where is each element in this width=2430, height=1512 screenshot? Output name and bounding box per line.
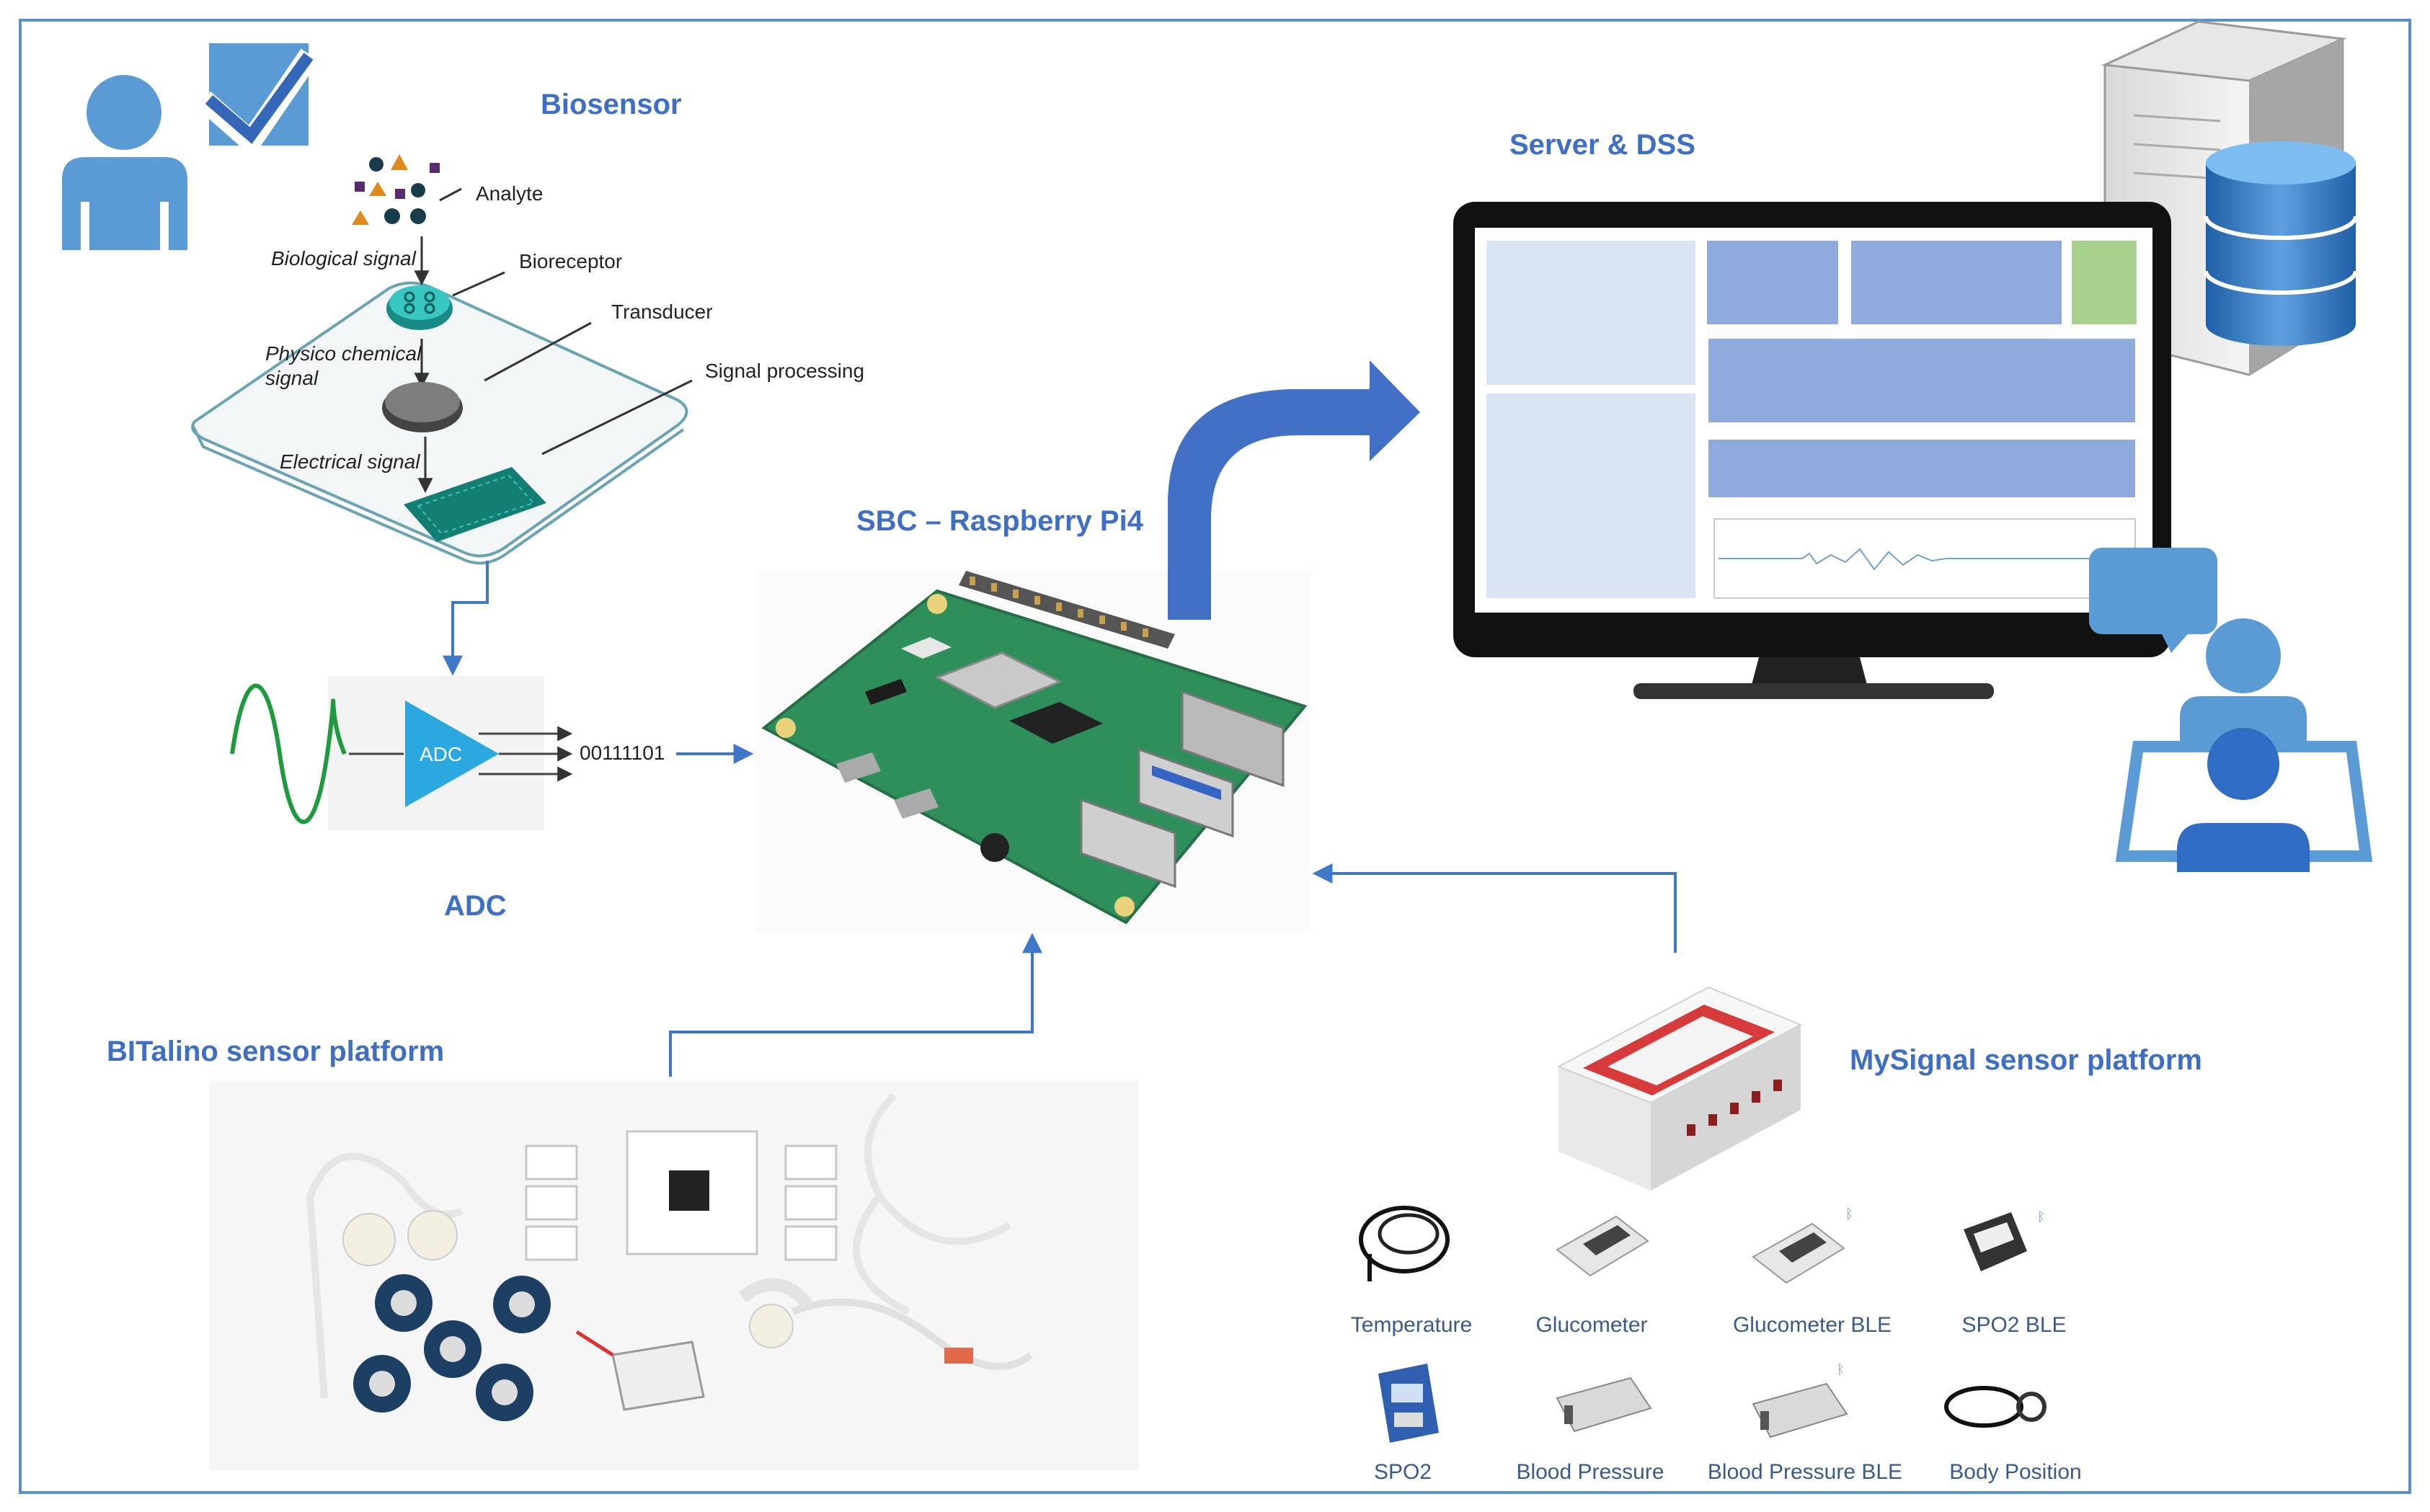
person-icon <box>62 75 187 250</box>
svg-text:ᛒ: ᛒ <box>1845 1206 1853 1221</box>
signal-processing-chip-icon <box>404 467 546 542</box>
body-position-strap-icon <box>1944 1386 2047 1428</box>
blood-pressure-ble-icon: ᛒ <box>1752 1362 1848 1438</box>
sensor-label: SPO2 <box>1374 1460 1432 1484</box>
glucometer-ble-icon: ᛒ <box>1752 1206 1853 1284</box>
sine-wave-icon <box>230 683 347 824</box>
physico-chemical-label: Physico chemical <box>265 342 422 365</box>
adc-chip-label: ADC <box>420 743 462 765</box>
signal-processing-label: Signal processing <box>705 360 864 382</box>
glucometer-icon <box>1556 1215 1649 1277</box>
physico-chemical-label-line2: signal <box>265 367 319 389</box>
monitor-icon <box>1453 202 2171 699</box>
oximeter-icon <box>1378 1364 1439 1443</box>
sbc-to-server-arrow <box>1168 360 1420 620</box>
sbc-heading: SBC – Raspberry Pi4 <box>856 505 1144 537</box>
adc-heading: ADC <box>444 890 507 922</box>
server-heading: Server & DSS <box>1509 129 1695 161</box>
sensor-label: Glucometer BLE <box>1733 1313 1892 1337</box>
raspberry-pi-board-icon <box>755 569 1311 933</box>
analyte-particles-icon <box>352 154 440 225</box>
database-icon <box>2204 141 2358 346</box>
bioreceptor-label: Bioreceptor <box>519 250 622 272</box>
svg-text:ᛒ: ᛒ <box>1837 1362 1845 1377</box>
mysignal-device-icon <box>1556 986 1803 1191</box>
outer-frame <box>19 19 2411 1494</box>
oximeter-ble-icon: ᛒ <box>1964 1209 2045 1271</box>
checkbox-checked-icon <box>196 43 319 158</box>
bitalino-kit-icon <box>209 1081 1139 1470</box>
mysignal-to-sbc-arrow <box>1312 863 1677 953</box>
biosensor-heading: Biosensor <box>541 89 682 120</box>
biosensor-diagram: Analyte Biological signal Bioreceptor Ph… <box>191 154 864 565</box>
sensor-label: Body Position <box>1949 1460 2081 1484</box>
bitalino-to-sbc-arrow <box>669 933 1042 1077</box>
sensor-label: Blood Pressure BLE <box>1708 1460 1902 1484</box>
mysignal-heading: MySignal sensor platform <box>1850 1044 2202 1076</box>
analyte-label: Analyte <box>476 182 543 205</box>
biological-signal-label: Biological signal <box>271 247 417 270</box>
bioreceptor-icon <box>386 285 453 330</box>
cable-probe-icon <box>1359 1206 1450 1281</box>
adc-diagram: ADC 00111101 <box>230 676 665 830</box>
transducer-icon <box>382 382 463 432</box>
adc-binary-output: 00111101 <box>580 742 665 764</box>
biosensor-to-adc-arrow <box>443 561 489 676</box>
sensor-label: SPO2 BLE <box>1961 1313 2066 1337</box>
sensor-label: Temperature <box>1351 1313 1472 1337</box>
sensor-labels-row-1: Temperature Glucometer Glucometer BLE SP… <box>1351 1313 2067 1337</box>
sensor-label: Glucometer <box>1535 1313 1647 1337</box>
bitalino-heading: BITalino sensor platform <box>107 1036 444 1067</box>
transducer-label: Transducer <box>611 301 713 323</box>
blood-pressure-cuff-icon <box>1556 1377 1652 1433</box>
svg-text:ᛒ: ᛒ <box>2037 1209 2045 1224</box>
electrical-signal-label: Electrical signal <box>280 450 420 473</box>
sensor-labels-row-2: SPO2 Blood Pressure Blood Pressure BLE B… <box>1374 1460 2082 1484</box>
chat-bubble-icon <box>2089 548 2217 653</box>
doctor-desk-icon <box>2115 618 2373 872</box>
adc-triangle-icon <box>405 701 499 807</box>
sensor-label: Blood Pressure <box>1516 1460 1664 1484</box>
